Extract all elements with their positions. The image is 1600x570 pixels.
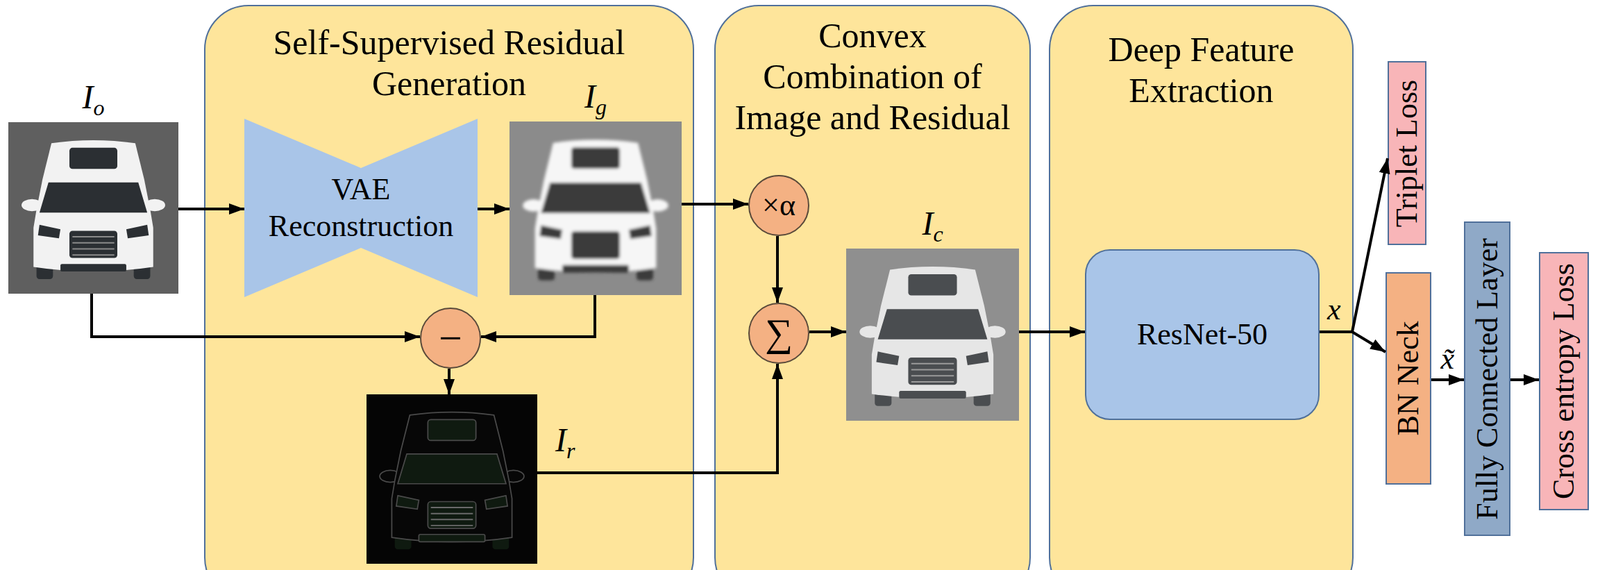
- generated-image: Ig: [509, 121, 682, 296]
- arrow-connector: [178, 207, 245, 211]
- input-image: Io: [8, 122, 179, 294]
- loss-box: Cross entropy Loss: [1538, 251, 1589, 511]
- arrow-connector: [447, 368, 451, 395]
- arrow-connector: [481, 295, 595, 337]
- residual-image: Ir: [366, 394, 538, 564]
- node-text: ∑: [764, 309, 793, 357]
- edge-label: x̃: [1441, 342, 1455, 376]
- sum-op: ∑: [748, 302, 810, 364]
- vae-block: VAE Reconstruction: [244, 118, 478, 298]
- stage-band: Deep Feature ExtractionResNet-50: [1048, 4, 1354, 570]
- backbone-box: ResNet-50: [1084, 249, 1320, 420]
- vertical-label: Triplet Loss: [1390, 79, 1424, 227]
- signal-label: x: [1327, 292, 1342, 327]
- band-heading: Deep Feature Extraction: [1090, 29, 1313, 112]
- car-photo: [8, 122, 179, 294]
- vertical-label: Fully Connected Layer: [1470, 238, 1504, 520]
- arrow-connector: [776, 236, 779, 303]
- hourglass-shape: [244, 118, 478, 298]
- image-label: Ir: [555, 420, 575, 464]
- arrow-connector: [681, 202, 749, 206]
- arrow-connector: [1510, 378, 1539, 382]
- node-text: −: [438, 313, 463, 364]
- band-heading: Convex Combination of Image and Residual: [729, 15, 1016, 139]
- neck-box: BN Neck: [1385, 272, 1432, 485]
- node-text: ×α: [762, 187, 796, 225]
- fc-layer-box: Fully Connected Layer: [1463, 221, 1511, 536]
- loss-box: Triplet Loss: [1387, 61, 1427, 246]
- combined-car: [846, 248, 1020, 421]
- arrow-connector: [1319, 331, 1386, 352]
- hourglass-outline: [244, 118, 478, 298]
- vertical-label: Cross entropy Loss: [1547, 263, 1581, 500]
- subtract-op: −: [419, 307, 482, 369]
- stage-band: Convex Combination of Image and Residual…: [714, 4, 1031, 570]
- arrow-connector: [91, 293, 420, 337]
- image-label: Ig: [584, 77, 607, 121]
- arrow-connector: [1019, 330, 1085, 334]
- arrow-connector: [1431, 378, 1464, 382]
- residual-image: [366, 394, 538, 564]
- stage-band: Self-Supervised Residual GenerationVAE R…: [204, 4, 695, 570]
- arrow-connector: [537, 363, 778, 473]
- node-text: VAE Reconstruction: [256, 171, 466, 246]
- band-heading: Self-Supervised Residual Generation: [224, 22, 674, 105]
- scale-op: ×α: [748, 174, 810, 237]
- arrow-connector: [1319, 158, 1388, 332]
- arrow-connector: [809, 330, 847, 334]
- image-label: Io: [82, 77, 105, 121]
- arrow-connector: [477, 207, 510, 211]
- combined-image: Ic: [846, 248, 1020, 421]
- node-text: ResNet-50: [1137, 316, 1268, 354]
- reconstructed-car: [509, 121, 682, 296]
- vertical-label: BN Neck: [1391, 321, 1426, 436]
- image-label: Ic: [921, 204, 943, 248]
